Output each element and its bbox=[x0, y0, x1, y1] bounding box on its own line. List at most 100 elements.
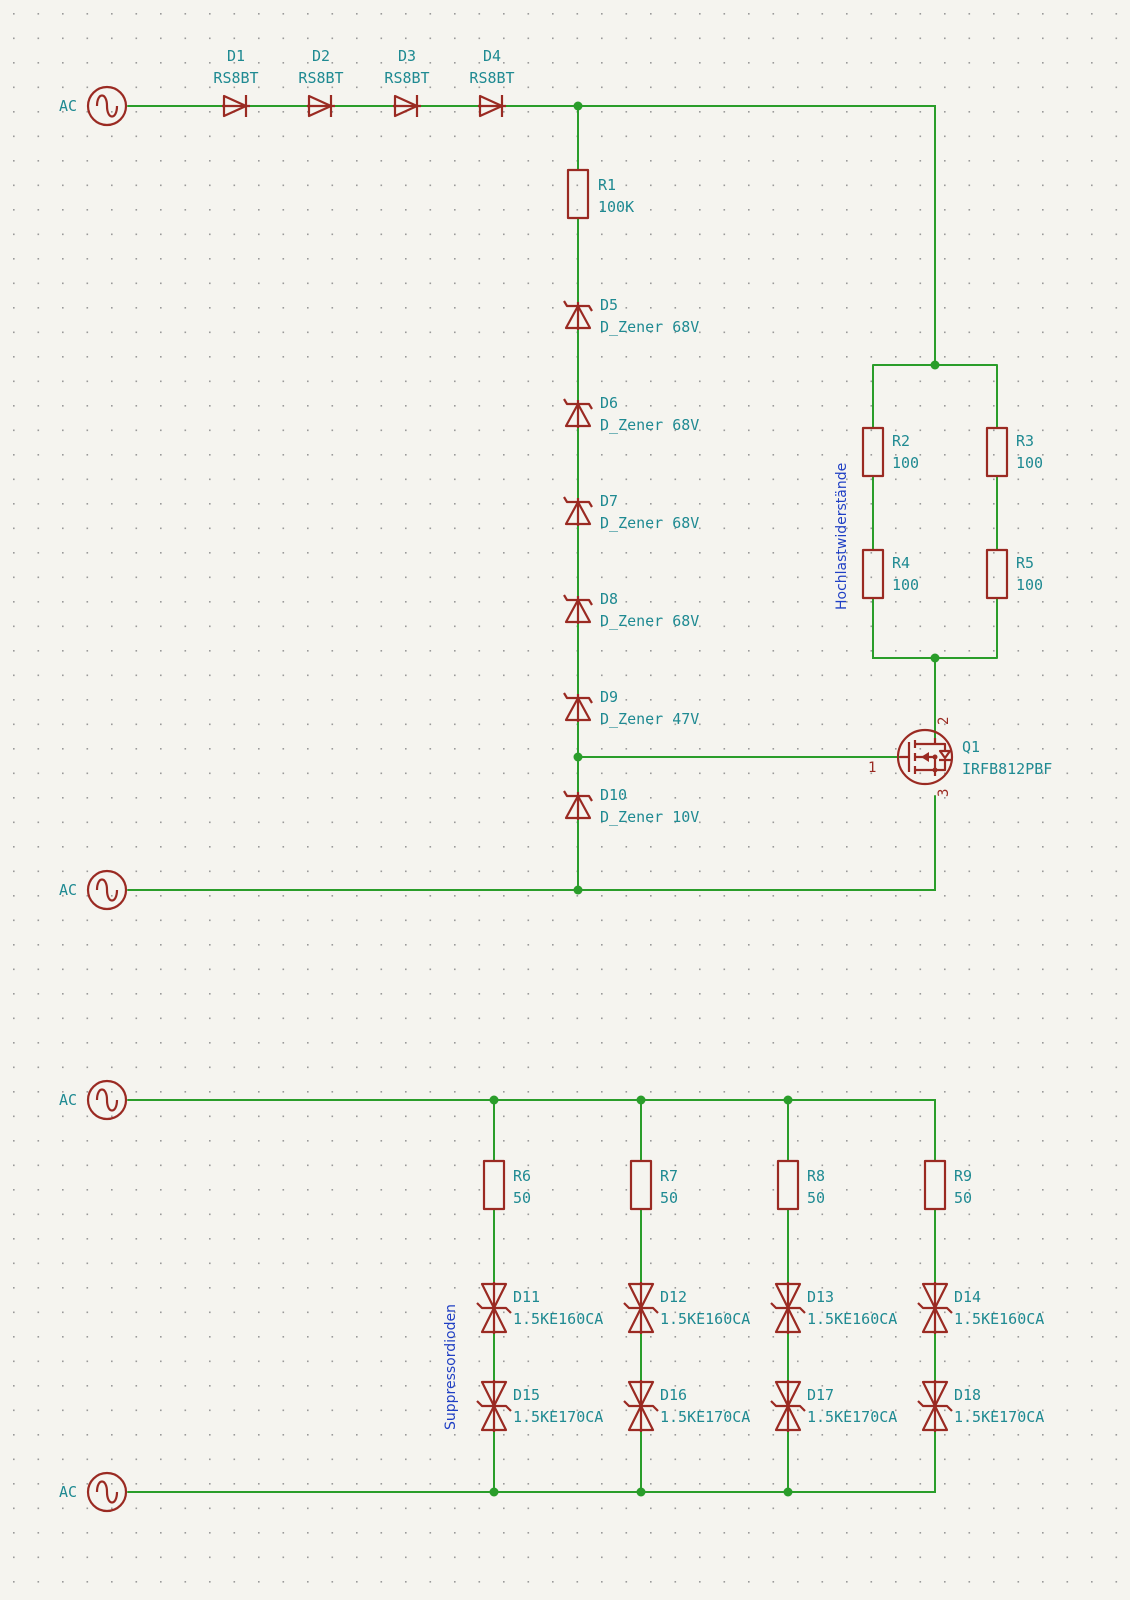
tvs-diode-icon bbox=[476, 1380, 512, 1432]
zener-ref: D9 bbox=[600, 688, 618, 706]
ac-source-icon bbox=[86, 1079, 128, 1121]
mosfet-pin-drain: 2 bbox=[936, 717, 952, 725]
zener-value: D_Zener 68V bbox=[600, 416, 699, 434]
load-resistor-ref: R5 bbox=[1016, 554, 1034, 572]
tvs-diode-icon bbox=[623, 1380, 659, 1432]
tvs-diode-ref: D13 bbox=[807, 1288, 834, 1306]
tvs-diode-ref: D18 bbox=[954, 1386, 981, 1404]
zener-diode-icon bbox=[563, 594, 593, 624]
tvs-diode-value: 1.5KE170CA bbox=[513, 1408, 603, 1426]
wire-ac-return bbox=[127, 795, 936, 891]
diode-icon bbox=[307, 94, 335, 118]
ac-source-icon bbox=[86, 869, 128, 911]
wires bbox=[127, 101, 998, 1497]
suppressor-resistor-icon bbox=[923, 1159, 947, 1211]
diode-ref: D1 bbox=[227, 47, 245, 65]
suppressor-resistor-icon bbox=[482, 1159, 506, 1211]
tvs-diode-ref: D11 bbox=[513, 1288, 540, 1306]
tvs-diode-ref: D16 bbox=[660, 1386, 687, 1404]
diode-icon bbox=[222, 94, 250, 118]
junction-dot bbox=[636, 1095, 646, 1105]
zener-value: D_Zener 68V bbox=[600, 612, 699, 630]
tvs-diode-value: 1.5KE170CA bbox=[807, 1408, 897, 1426]
diode-value: RS8BT bbox=[213, 69, 258, 87]
ac-source-label: AC bbox=[59, 1091, 77, 1109]
zener-value: D_Zener 68V bbox=[600, 514, 699, 532]
ac-source-icon bbox=[86, 85, 128, 127]
junction-dot bbox=[783, 1095, 793, 1105]
suppressor-resistor-value: 50 bbox=[807, 1189, 825, 1207]
mosfet-pin-source: 3 bbox=[936, 789, 952, 797]
tvs-diode-value: 1.5KE170CA bbox=[954, 1408, 1044, 1426]
zener-value: D_Zener 68V bbox=[600, 318, 699, 336]
junction-dot bbox=[930, 653, 940, 663]
ac-source-icon bbox=[86, 1471, 128, 1513]
resistor-ref: R1 bbox=[598, 176, 616, 194]
diode-ref: D4 bbox=[483, 47, 501, 65]
load-resistor-ref: R3 bbox=[1016, 432, 1034, 450]
ac-source-label: AC bbox=[59, 1483, 77, 1501]
zener-value: D_Zener 10V bbox=[600, 808, 699, 826]
diode-icon bbox=[478, 94, 506, 118]
zener-diode-icon bbox=[563, 692, 593, 722]
suppressor-resistor-ref: R6 bbox=[513, 1167, 531, 1185]
zener-diode-icon bbox=[563, 496, 593, 526]
suppressor-resistor-ref: R8 bbox=[807, 1167, 825, 1185]
junction-dot bbox=[930, 360, 940, 370]
suppressor-resistor-value: 50 bbox=[660, 1189, 678, 1207]
resistor-value: 100K bbox=[598, 198, 634, 216]
zener-ref: D6 bbox=[600, 394, 618, 412]
diode-value: RS8BT bbox=[298, 69, 343, 87]
zener-diode-icon bbox=[563, 398, 593, 428]
zener-diode-icon bbox=[563, 790, 593, 820]
zener-ref: D10 bbox=[600, 786, 627, 804]
junction-dot bbox=[636, 1487, 646, 1497]
tvs-diode-ref: D14 bbox=[954, 1288, 981, 1306]
load-resistor-value: 100 bbox=[892, 576, 919, 594]
diode-value: RS8BT bbox=[469, 69, 514, 87]
junction-dot bbox=[489, 1487, 499, 1497]
diode-ref: D2 bbox=[312, 47, 330, 65]
mosfet-pin-gate: 1 bbox=[868, 760, 876, 776]
wire-load-network bbox=[872, 364, 998, 739]
tvs-diode-value: 1.5KE160CA bbox=[513, 1310, 603, 1328]
tvs-diode-icon bbox=[623, 1282, 659, 1334]
junction-dot bbox=[573, 752, 583, 762]
suppressor-resistor-value: 50 bbox=[513, 1189, 531, 1207]
tvs-diode-ref: D15 bbox=[513, 1386, 540, 1404]
mosfet-ref: Q1 bbox=[962, 738, 980, 756]
load-resistor-ref: R2 bbox=[892, 432, 910, 450]
junction-dot bbox=[489, 1095, 499, 1105]
load-resistors-note: Hochlastwiderstände bbox=[834, 463, 850, 610]
wire-suppressor-top bbox=[127, 1099, 936, 1161]
load-resistor-icon bbox=[985, 548, 1009, 600]
load-resistor-value: 100 bbox=[1016, 454, 1043, 472]
tvs-diode-icon bbox=[770, 1380, 806, 1432]
suppressor-resistor-icon bbox=[776, 1159, 800, 1211]
wire-suppressor-bottom bbox=[127, 1427, 936, 1493]
suppressor-diodes-note: Suppressordioden bbox=[443, 1304, 459, 1430]
diode-value: RS8BT bbox=[384, 69, 429, 87]
tvs-diode-value: 1.5KE160CA bbox=[807, 1310, 897, 1328]
labels: ACACACACD1RS8BTD2RS8BTD3RS8BTD4RS8BTR110… bbox=[59, 47, 1052, 1501]
load-resistor-icon bbox=[861, 548, 885, 600]
junction-dot bbox=[573, 101, 583, 111]
ac-source-label: AC bbox=[59, 97, 77, 115]
grid-dots bbox=[13, 13, 1118, 1583]
suppressor-resistor-ref: R7 bbox=[660, 1167, 678, 1185]
wire-top-rail bbox=[127, 105, 936, 366]
tvs-diode-value: 1.5KE170CA bbox=[660, 1408, 750, 1426]
zener-value: D_Zener 47V bbox=[600, 710, 699, 728]
zener-ref: D7 bbox=[600, 492, 618, 510]
components bbox=[86, 85, 1009, 1513]
tvs-diode-value: 1.5KE160CA bbox=[954, 1310, 1044, 1328]
suppressor-resistor-ref: R9 bbox=[954, 1167, 972, 1185]
tvs-diode-value: 1.5KE160CA bbox=[660, 1310, 750, 1328]
junction-dot bbox=[573, 885, 583, 895]
diode-ref: D3 bbox=[398, 47, 416, 65]
tvs-diode-icon bbox=[917, 1380, 953, 1432]
load-resistor-value: 100 bbox=[1016, 576, 1043, 594]
resistor-icon bbox=[566, 168, 590, 220]
suppressor-resistor-icon bbox=[629, 1159, 653, 1211]
